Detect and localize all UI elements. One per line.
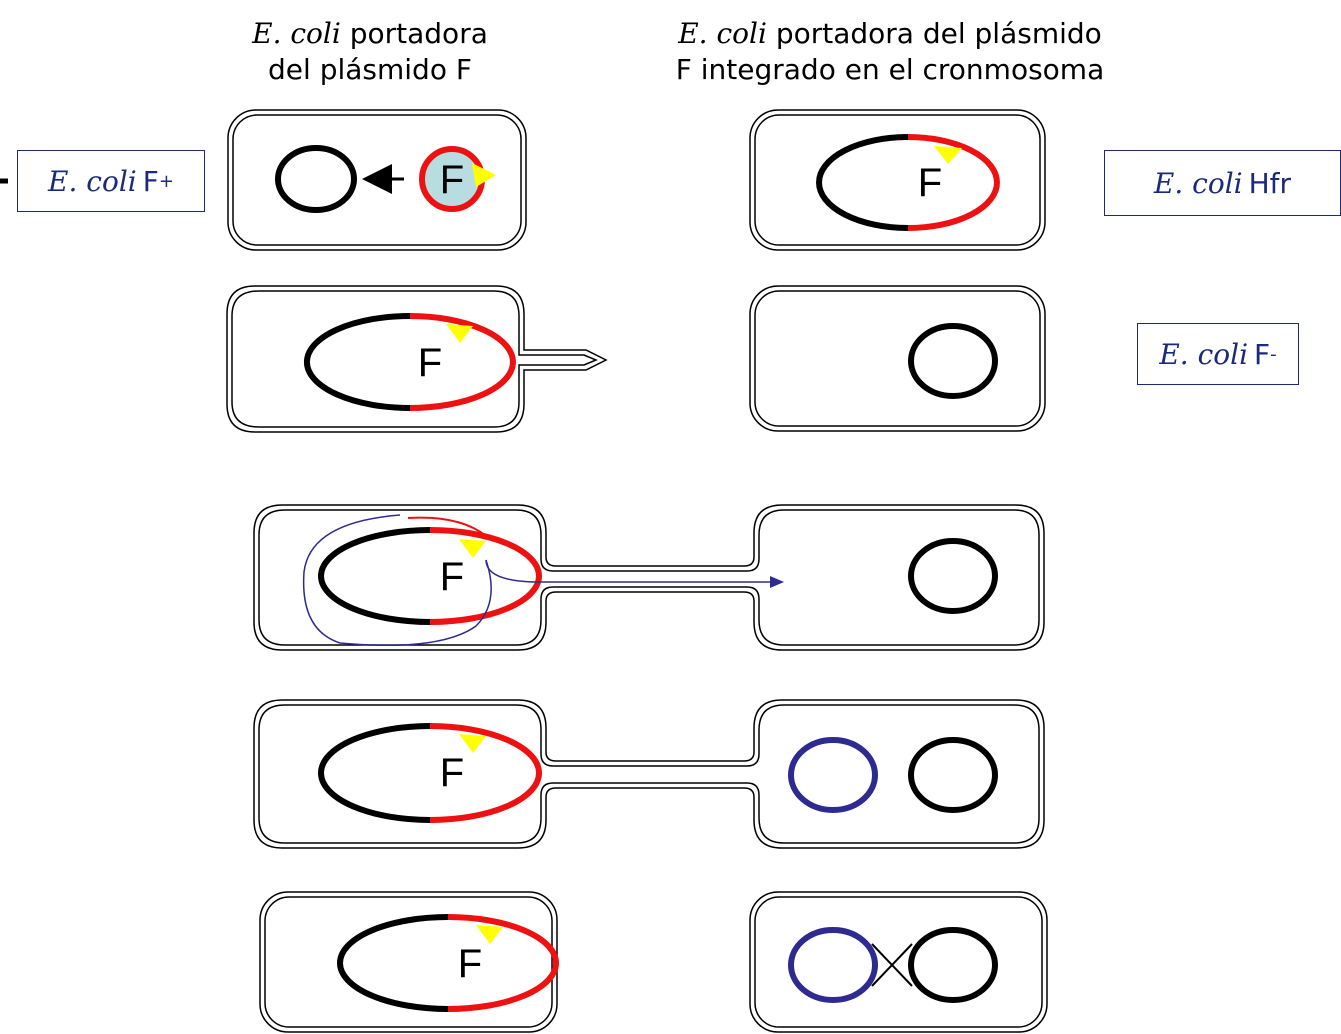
cell-fminus — [749, 285, 1046, 432]
chromosome — [337, 914, 449, 1012]
header-right-italic: E. coli — [678, 17, 767, 50]
origin-marker-icon — [934, 146, 962, 164]
origin-marker-icon — [476, 925, 503, 944]
f-letter: F — [440, 555, 464, 599]
header-right-line1: portadora del plásmido — [775, 17, 1102, 50]
label-fplus-main: F — [142, 164, 159, 198]
chromosome — [816, 134, 909, 231]
chromosome — [908, 927, 998, 1003]
origin-marker-icon — [459, 734, 486, 753]
origin-marker-icon — [446, 324, 473, 343]
header-left-line1: portadora — [349, 17, 488, 50]
f-integrated — [447, 914, 559, 1012]
f-integrated — [409, 313, 516, 411]
f-integrated — [429, 723, 542, 823]
transfer-strand — [302, 514, 492, 647]
header-left-line2: del plásmido F — [268, 53, 472, 86]
cell-hfr-after — [259, 891, 558, 1033]
label-fminus-sup: - — [1270, 343, 1277, 365]
label-hfr-main: Hfr — [1248, 166, 1292, 200]
crossover — [871, 943, 913, 987]
new-strand — [407, 516, 487, 537]
f-letter: F — [458, 942, 482, 986]
cell-recombinant — [749, 891, 1048, 1033]
f-letter: F — [440, 158, 464, 202]
label-fminus-italic: E. coli — [1159, 337, 1249, 371]
f-integrated — [429, 527, 542, 625]
cell-fplus — [227, 109, 527, 251]
chromosome — [304, 313, 411, 411]
f-letter: F — [440, 751, 464, 795]
chromosome — [318, 723, 431, 823]
f-integrated — [907, 134, 1000, 231]
origin-marker-icon — [472, 163, 496, 187]
header-right: E. coli portadora del plásmido F integra… — [630, 16, 1150, 88]
mating-pair-transferred — [253, 699, 1045, 849]
origin-marker-icon — [459, 539, 486, 558]
chromosome — [908, 737, 998, 813]
chromosome — [318, 527, 431, 625]
label-fminus-main: F — [1254, 337, 1271, 371]
chromosome — [908, 323, 998, 399]
cell-hfr-pilus — [226, 285, 608, 433]
transferred-dna — [788, 737, 878, 813]
mating-pair-transfer — [253, 504, 1045, 651]
cell-hfr — [749, 109, 1046, 251]
label-fplus-italic: E. coli — [48, 164, 137, 198]
chromosome — [275, 145, 357, 213]
header-left-italic: E. coli — [252, 17, 341, 50]
label-fplus-sup: + — [158, 170, 174, 192]
chromosome — [908, 538, 998, 614]
transferred-dna — [788, 927, 878, 1003]
header-right-line2: F integrado en el cronmosoma — [675, 53, 1105, 86]
f-letter: F — [918, 161, 942, 205]
f-letter: F — [418, 341, 442, 385]
header-left: E. coli portadora del plásmido F — [200, 16, 540, 88]
transfer-arrow — [485, 559, 784, 588]
label-hfr-italic: E. coli — [1153, 166, 1243, 200]
